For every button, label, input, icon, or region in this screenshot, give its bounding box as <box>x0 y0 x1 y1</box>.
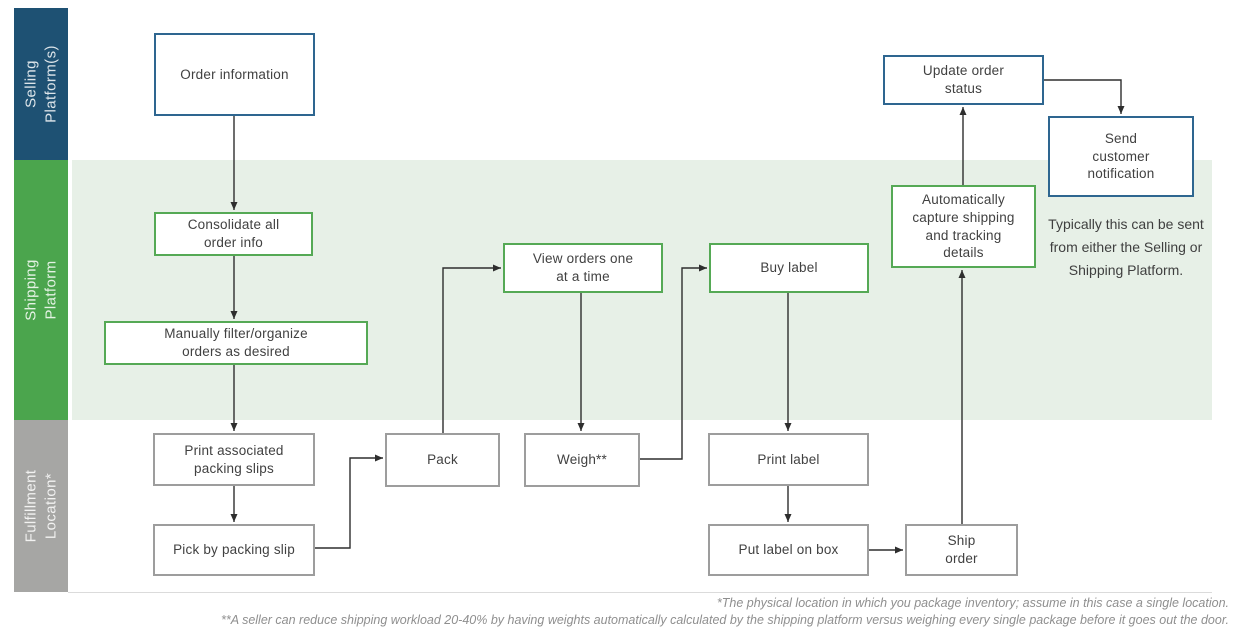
lane-label-shipping-platform: Shipping Platform <box>22 259 60 321</box>
flow-box-pack: Pack <box>385 433 500 487</box>
diagram-bottom-divider <box>68 592 1212 593</box>
lane-bar-shipping-platform: Shipping Platform <box>14 160 68 420</box>
footnote-fulfillment-location: *The physical location in which you pack… <box>716 596 1229 610</box>
flow-box-update-order-status: Update order status <box>883 55 1044 105</box>
connector-pick-to-pack <box>315 454 383 549</box>
flow-box-auto-capture-tracking: Automatically capture shipping and track… <box>891 185 1036 268</box>
flow-box-print-label: Print label <box>708 433 869 486</box>
footnote-weigh-savings: **A seller can reduce shipping workload … <box>221 613 1229 627</box>
flow-box-put-label-on-box: Put label on box <box>708 524 869 576</box>
flow-box-view-orders-one-at-a-time: View orders one at a time <box>503 243 663 293</box>
lane-bar-fulfillment-location: Fulfillment Location* <box>14 420 68 592</box>
flow-box-order-information: Order information <box>154 33 315 116</box>
flow-box-pick-by-packing-slip: Pick by packing slip <box>153 524 315 576</box>
flow-box-send-customer-notification: Send customer notification <box>1048 116 1194 197</box>
lane-label-selling-platforms: Selling Platform(s) <box>22 45 60 123</box>
flow-box-buy-label: Buy label <box>709 243 869 293</box>
footnotes: *The physical location in which you pack… <box>221 595 1229 629</box>
flow-box-manually-filter-orders: Manually filter/organize orders as desir… <box>104 321 368 365</box>
flow-box-ship-order: Ship order <box>905 524 1018 576</box>
lane-label-fulfillment-location: Fulfillment Location* <box>22 469 60 543</box>
connector-update-status-to-notification <box>1044 79 1125 114</box>
flow-box-weigh: Weigh** <box>524 433 640 487</box>
side-note-notification-source: Typically this can be sent from either t… <box>1048 216 1204 278</box>
lane-bar-selling-platforms: Selling Platform(s) <box>14 8 68 160</box>
flow-box-consolidate-order-info: Consolidate all order info <box>154 212 313 256</box>
flow-box-print-packing-slips: Print associated packing slips <box>153 433 315 486</box>
